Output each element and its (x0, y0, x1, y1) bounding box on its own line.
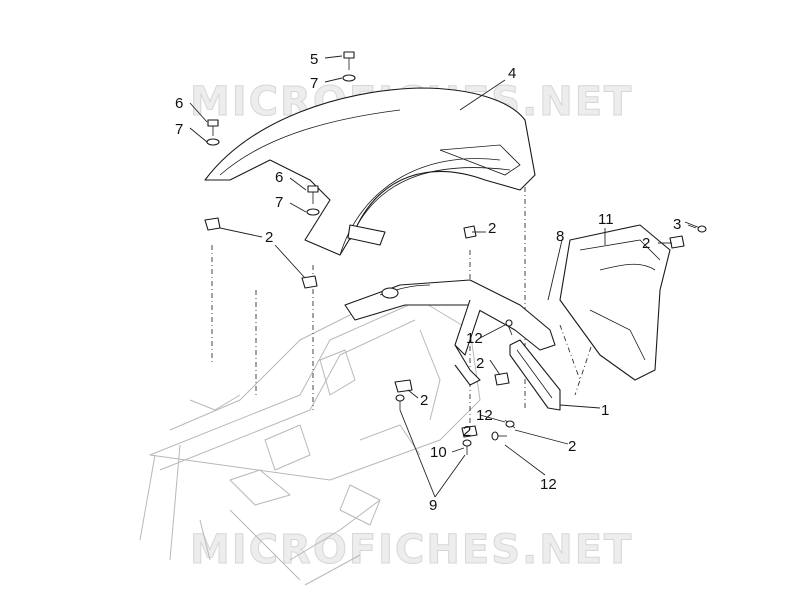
callout-10: 10 (430, 444, 447, 461)
callout-2-left: 2 (265, 229, 273, 246)
callout-2-right: 2 (642, 235, 650, 252)
callout-9: 9 (429, 497, 437, 514)
callout-3: 3 (673, 216, 681, 233)
callout-6-left: 6 (175, 95, 183, 112)
callout-12-lower: 12 (540, 476, 557, 493)
rear-mudguard (204, 87, 536, 256)
callout-11: 11 (598, 211, 614, 228)
callout-12-middle: 12 (476, 407, 493, 424)
leader-lines (189, 55, 697, 498)
callout-2-lower-left: 2 (420, 392, 428, 409)
callout-12-upper: 12 (466, 330, 483, 347)
license-bracket (509, 339, 561, 411)
callout-2-lower-center: 2 (476, 355, 484, 372)
callout-7-mid: 7 (275, 194, 283, 211)
callout-7-left: 7 (175, 121, 183, 138)
callout-2-bottom-center: 2 (463, 423, 471, 440)
callout-6-mid: 6 (275, 169, 283, 186)
callout-5: 5 (310, 51, 318, 68)
callout-8: 8 (556, 228, 564, 245)
callout-7-top: 7 (310, 75, 318, 92)
callout-2-center: 2 (488, 220, 496, 237)
callout-2-bottom-right: 2 (568, 438, 576, 455)
frame-outline (139, 299, 481, 586)
grab-rail (344, 279, 556, 386)
watermark-bottom: MICROFICHES.NET (190, 527, 633, 573)
callout-4: 4 (508, 65, 516, 82)
callout-1: 1 (601, 402, 609, 419)
rear-cover (559, 224, 671, 381)
callout-labels: 5 7 6 7 4 6 7 2 2 8 11 2 3 12 2 2 1 12 2… (175, 51, 681, 514)
fasteners (204, 51, 707, 455)
